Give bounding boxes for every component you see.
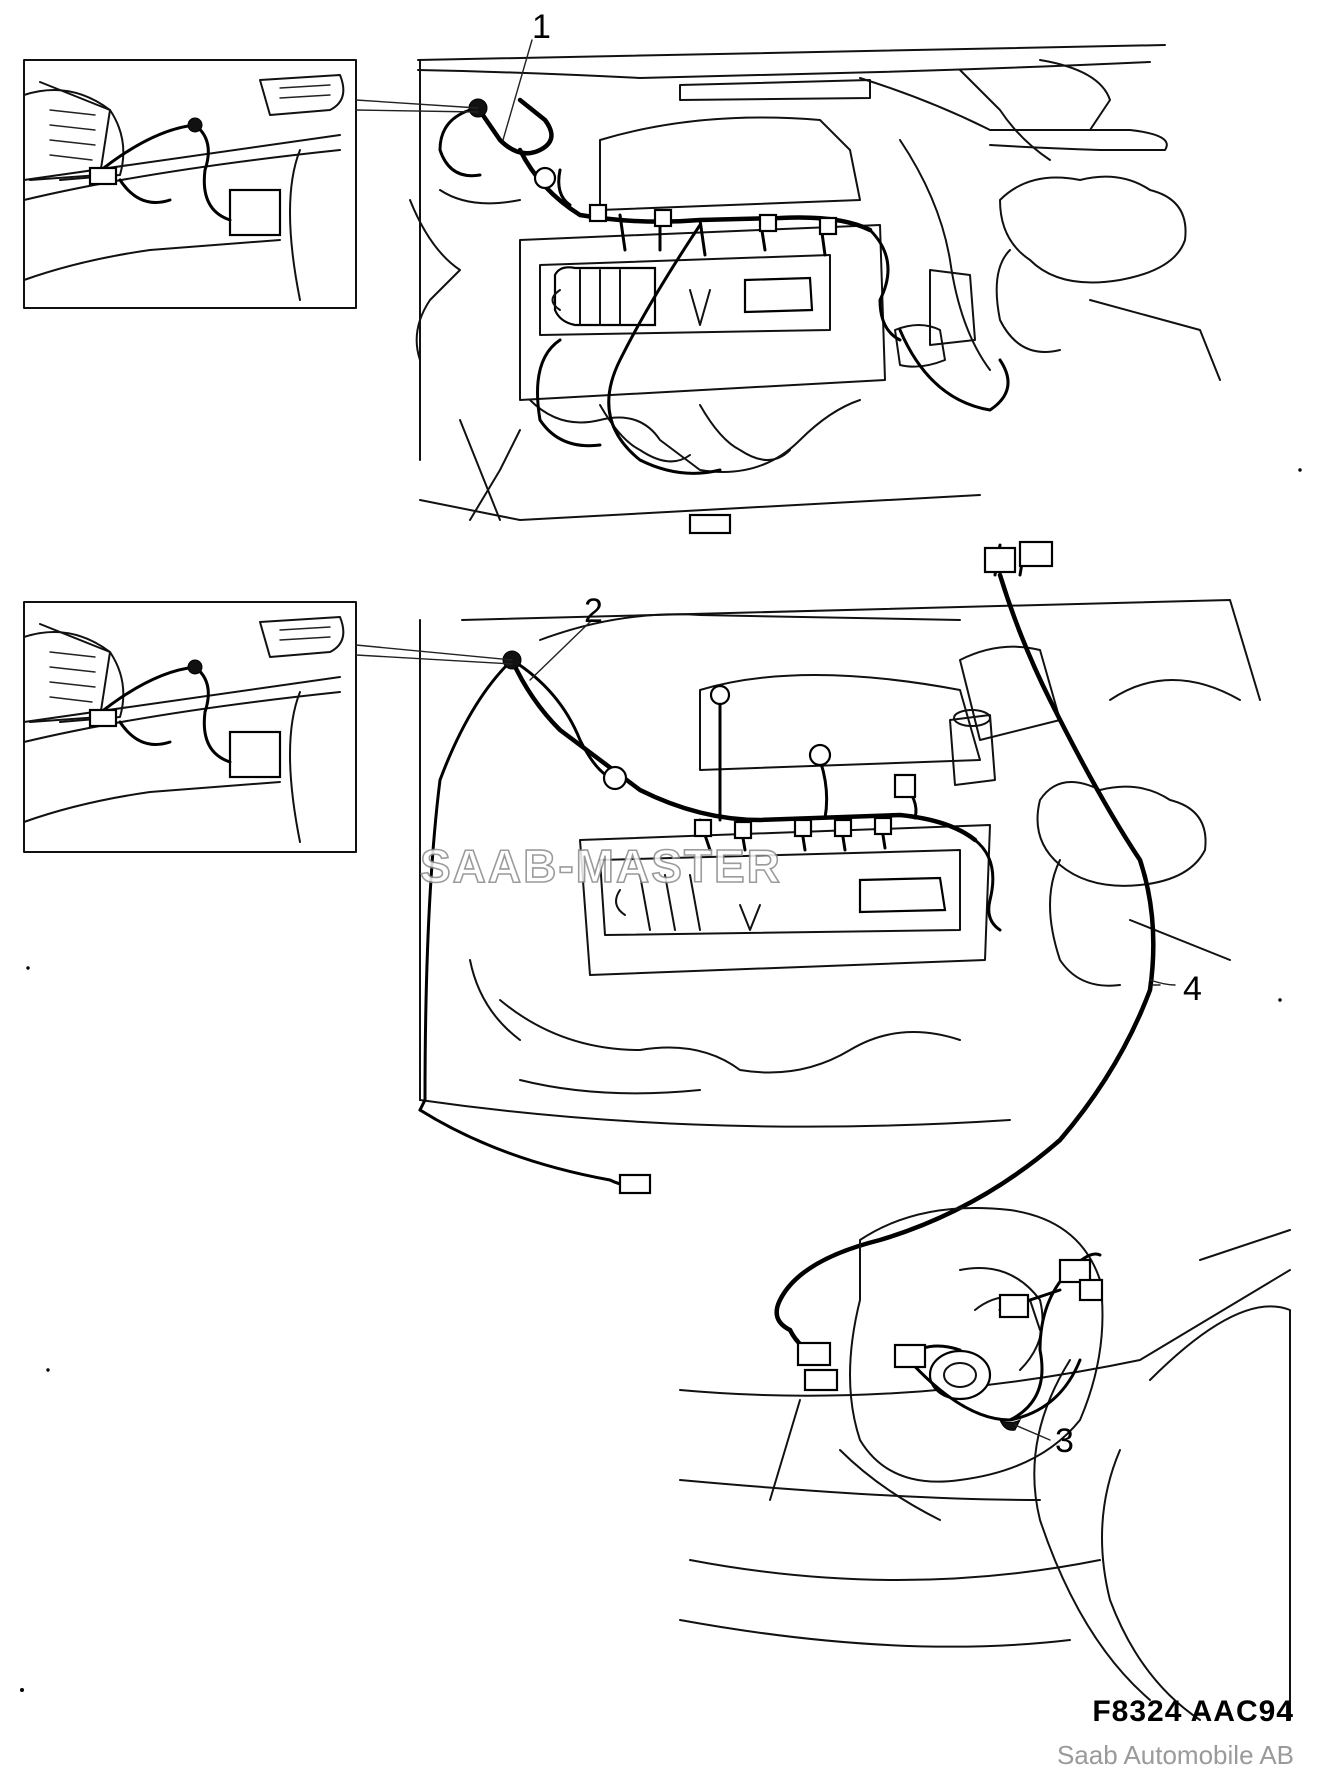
dashboard-inset-top xyxy=(23,59,479,309)
dashboard-inset-middle xyxy=(23,601,513,853)
copyright-notice: Saab Automobile AB xyxy=(1056,1740,1294,1770)
callout-4: 4 xyxy=(1183,970,1202,1008)
headlight-bottom-scene xyxy=(679,1207,1291,1721)
engine-bay-top-scene xyxy=(409,39,1221,535)
callout-3: 3 xyxy=(1055,1422,1074,1460)
callout-2: 2 xyxy=(584,592,603,630)
engine-bay-middle-scene xyxy=(418,540,1261,1333)
callout-1: 1 xyxy=(532,8,551,46)
figure-code: F8324 AAC94 xyxy=(1092,1695,1294,1728)
watermark: SAAB-MASTER xyxy=(420,840,782,892)
scan-specks xyxy=(20,468,1302,1692)
